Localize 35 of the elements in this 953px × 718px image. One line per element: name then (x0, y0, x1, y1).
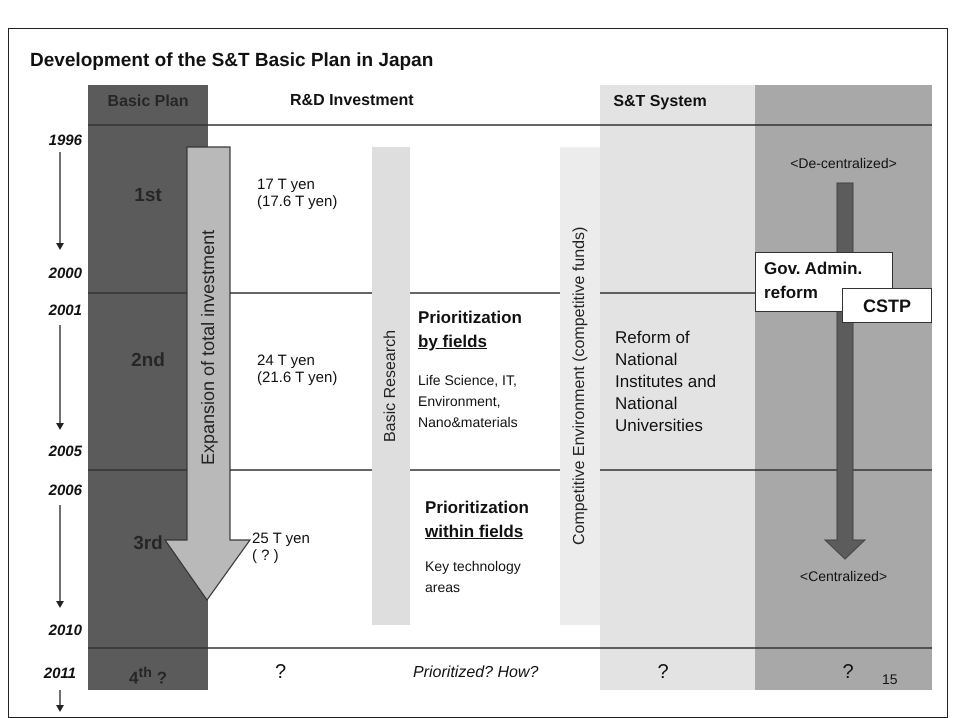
year-label: 2005 (48, 443, 82, 460)
system-column (600, 85, 755, 690)
governance-column (755, 85, 932, 690)
year-label: 1996 (48, 132, 82, 149)
status-label: <Centralized> (798, 568, 888, 584)
amount-text: 25 T yen ( ? ) (252, 530, 311, 564)
amount-text: 17 T yen (17.6 T yen) (257, 176, 338, 210)
question-text: Prioritized? How? (413, 664, 538, 682)
year-label: 2011 (42, 665, 76, 682)
band-label: Competitive Environment (competitive funds) (570, 226, 589, 548)
status-label: <De-centralized> (789, 155, 898, 171)
unknown-mark: ? (841, 661, 855, 684)
column-header: R&D Investment (290, 92, 414, 110)
year-label: 2010 (48, 622, 82, 639)
priority-heading: Prioritization (425, 498, 529, 518)
priority-heading: Prioritization (418, 308, 522, 328)
year-label: 2000 (48, 265, 82, 282)
unknown-mark: ? (656, 661, 670, 684)
reform-text: Reform of National Institutes and National Universities (615, 327, 718, 437)
competition-band (560, 147, 600, 625)
priority-heading: by fields (418, 332, 487, 352)
amount-text: 24 T yen (21.6 T yen) (257, 352, 338, 386)
page-number: 15 (882, 671, 898, 687)
year-label: 2001 (48, 302, 82, 319)
band-label: Basic Research (381, 328, 400, 444)
column-header: S&T System (612, 93, 708, 111)
area-text: Key technology areas (425, 557, 522, 597)
arrow-label: Expansion of total investment (197, 228, 219, 467)
priority-heading: within fields (425, 522, 524, 542)
cstp-box: CSTP (842, 288, 932, 323)
field-list: Life Science, IT, Environment, Nano&materials (418, 370, 522, 433)
year-label: 2006 (48, 482, 82, 499)
slide-title: Development of the S&T Basic Plan in Japan (30, 50, 434, 72)
unknown-mark: ? (275, 661, 286, 684)
research-band (372, 147, 410, 625)
